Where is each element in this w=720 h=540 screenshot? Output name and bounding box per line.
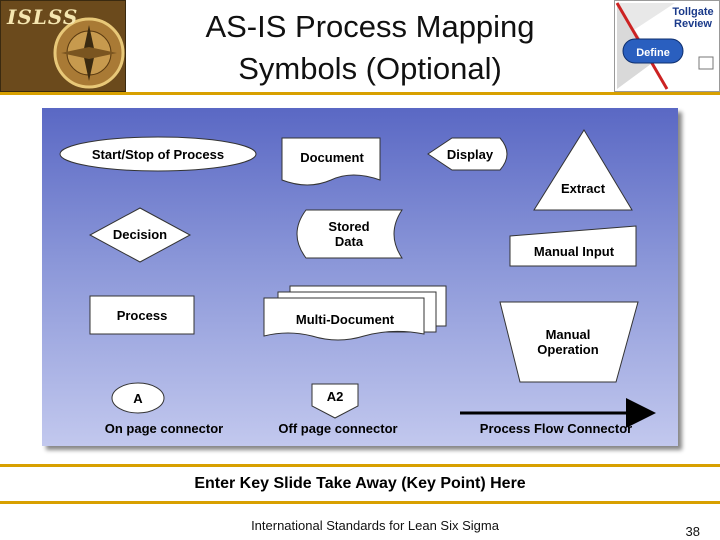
phase-label: Define — [636, 47, 670, 59]
stored-data-label-1: Stored — [328, 219, 369, 234]
stored-data-label-2: Data — [335, 234, 364, 249]
multi-document-label: Multi-Document — [296, 312, 395, 327]
symbol-diagram: Start/Stop of Process Document Display E… — [42, 108, 678, 446]
display-shape — [427, 137, 508, 171]
manual-operation-shape — [499, 301, 639, 383]
page-number: 38 — [685, 524, 700, 539]
islss-logo: ISLSS — [0, 0, 126, 92]
off-page-connector-label: Off page connector — [278, 421, 397, 436]
manual-input-label: Manual Input — [534, 244, 615, 259]
extract-label: Extract — [561, 181, 606, 196]
title-line-1: AS-IS Process Mapping — [205, 9, 535, 44]
manual-input-shape — [509, 225, 637, 267]
flow-connector-label: Process Flow Connector — [480, 421, 632, 436]
key-takeaway-box[interactable]: Enter Key Slide Take Away (Key Point) He… — [0, 464, 720, 504]
display-label: Display — [447, 147, 494, 162]
off-page-connector-letter: A2 — [327, 389, 344, 404]
process-shape — [89, 295, 195, 335]
footer-text: International Standards for Lean Six Sig… — [251, 518, 499, 533]
symbols-svg: Start/Stop of Process Document Display E… — [59, 129, 656, 436]
manual-operation-label-1: Manual — [546, 327, 591, 342]
on-page-connector-shape — [111, 382, 165, 414]
decision-shape — [88, 207, 192, 263]
decision-label: Decision — [113, 227, 167, 242]
title-line-2: Symbols (Optional) — [238, 51, 502, 86]
start-stop-shape — [59, 136, 257, 172]
on-page-connector-letter: A — [133, 391, 143, 406]
process-label: Process — [117, 308, 168, 323]
off-page-connector-shape — [311, 383, 359, 419]
page-title: AS-IS Process Mapping Symbols (Optional) — [150, 6, 590, 90]
multi-document-shape — [263, 297, 425, 341]
document-label: Document — [300, 150, 364, 165]
manual-operation-label-2: Operation — [537, 342, 598, 357]
extract-shape — [533, 129, 633, 211]
logo-text: ISLSS — [7, 5, 79, 29]
stored-data-shape — [296, 209, 403, 259]
start-stop-label: Start/Stop of Process — [92, 147, 224, 162]
document-shape — [281, 137, 381, 186]
compass-icon — [53, 17, 125, 89]
header-rule — [0, 92, 720, 95]
on-page-connector-label: On page connector — [105, 421, 223, 436]
